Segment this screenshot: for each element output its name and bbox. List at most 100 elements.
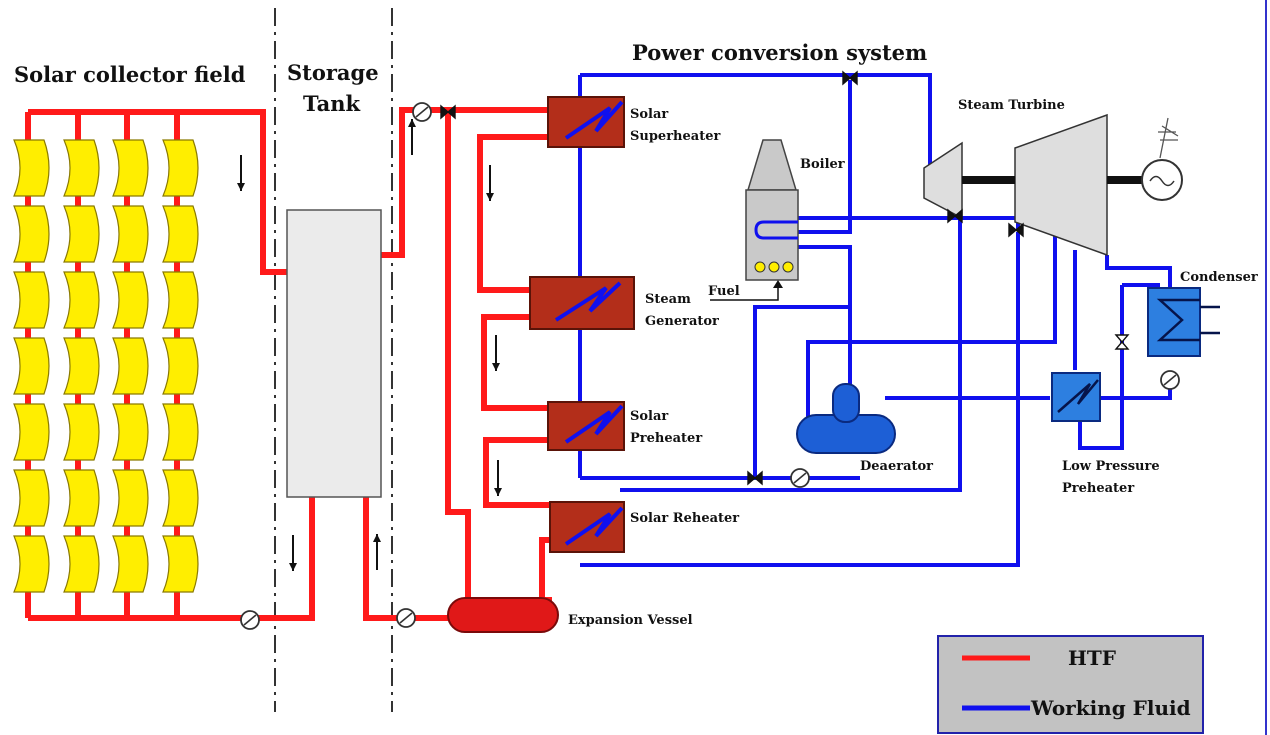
deaerator (796, 383, 896, 454)
superheater-label-line1: Solar (630, 107, 668, 122)
legend-working-fluid-label: Working Fluid (1030, 696, 1191, 720)
condenser-label: Condenser (1180, 270, 1258, 285)
collector-panel (13, 205, 50, 263)
boiler-chimney (746, 139, 798, 191)
lp-turbine (1014, 113, 1108, 257)
htf-bypass-to-vessel (445, 110, 471, 598)
solar-reheater (549, 501, 625, 553)
collector-panel (162, 271, 199, 329)
valves (440, 70, 1130, 486)
generator-shaft (1107, 176, 1145, 184)
collector-panel (112, 535, 149, 593)
flow-arrows (237, 119, 502, 571)
grid-tower-icon (1158, 117, 1179, 159)
section-separators (274, 8, 393, 712)
collector-panel (63, 205, 100, 263)
deaerator-label: Deaerator (860, 459, 933, 474)
collector-panel (13, 535, 50, 593)
flow-arrowhead-icon (486, 193, 494, 201)
storage-title-line1: Storage (287, 60, 379, 85)
collector-panel (63, 337, 100, 395)
flow-arrowhead-icon (408, 119, 416, 127)
boiler (710, 139, 799, 301)
condenser (1147, 287, 1220, 357)
flow-arrowhead-icon (494, 488, 502, 496)
collector-panel (13, 271, 50, 329)
flow-arrowhead-icon (237, 183, 245, 191)
collector-panel (112, 205, 149, 263)
expansion-vessel-label: Expansion Vessel (568, 613, 693, 628)
heat-exchanger-coil-icon (564, 100, 624, 140)
valve-icon (947, 208, 963, 224)
steam-generator-label-line2: Generator (645, 314, 719, 329)
valve-icon (1008, 222, 1024, 238)
heat-exchanger-coil-icon (564, 506, 624, 546)
burner-icon (754, 261, 766, 273)
turbine-shaft (962, 176, 1015, 184)
collector-panel (63, 535, 100, 593)
boiler-label: Boiler (800, 157, 845, 172)
pump-icon (396, 608, 416, 628)
collector-panel (162, 403, 199, 461)
collector-panel (13, 469, 50, 527)
collector-panel (112, 469, 149, 527)
solar-superheater (547, 96, 625, 148)
collector-panel (13, 139, 50, 197)
generator-icon (1141, 117, 1183, 201)
wf-turbine-to-condenser (1105, 255, 1172, 290)
valve-icon (1114, 334, 1130, 350)
collector-panel (112, 139, 149, 197)
preheater-label-line2: Preheater (630, 431, 702, 446)
storage-title-line2: Tank (303, 91, 360, 116)
preheater-label-line1: Solar (630, 409, 668, 424)
reheater-label: Solar Reheater (630, 511, 739, 526)
steam-generator (529, 276, 635, 330)
flow-arrowhead-icon (492, 363, 500, 371)
legend-htf-label: HTF (1068, 646, 1116, 670)
collector-panel (162, 139, 199, 197)
heat-exchanger-coil-icon (1057, 379, 1099, 413)
wf-condenser-bypass (1078, 283, 1160, 450)
pump-icon (1160, 370, 1180, 390)
legend: HTF Working Fluid (937, 635, 1204, 734)
burner-icon (782, 261, 794, 273)
power-conversion-title: Power conversion system (632, 40, 927, 65)
collector-panel (13, 403, 50, 461)
pumps (240, 102, 1180, 630)
lp-preheater-label-line2: Preheater (1062, 481, 1134, 496)
collector-panel (63, 403, 100, 461)
steam-turbine (923, 113, 1183, 257)
htf-collector-top-header (28, 109, 287, 275)
wf-main-steam-loop (580, 73, 932, 200)
storage-tank (286, 209, 382, 498)
collector-panel (112, 403, 149, 461)
collector-panel (162, 469, 199, 527)
condenser-body (1147, 287, 1201, 357)
collector-panel (162, 535, 199, 593)
collector-panel (13, 337, 50, 395)
collector-panel (112, 337, 149, 395)
solar-preheater (547, 401, 625, 451)
pump-icon (790, 468, 810, 488)
heat-exchanger-coil-icon (554, 281, 622, 322)
collector-panel (162, 337, 199, 395)
valve-icon (747, 470, 763, 486)
collector-field (13, 139, 199, 593)
legend-box (937, 635, 1204, 734)
lp-preheater-body (1051, 372, 1101, 422)
wf-reheater-loop (620, 218, 962, 492)
htf-preheater-to-reheater (483, 437, 556, 508)
expansion-vessel (447, 597, 559, 633)
superheater-label-line2: Superheater (630, 129, 720, 144)
flow-arrowhead-icon (289, 563, 297, 571)
fuel-arrow-icon (710, 283, 779, 301)
pump-icon (240, 610, 260, 630)
heat-exchanger-coil-icon (564, 404, 624, 444)
burner-icon (768, 261, 780, 273)
collector-panel (162, 205, 199, 263)
htf-steam-generator-to-preheater (481, 314, 556, 411)
pump-icon (412, 102, 432, 122)
collector-panel (63, 469, 100, 527)
htf-superheater-to-steam-generator (477, 134, 556, 293)
